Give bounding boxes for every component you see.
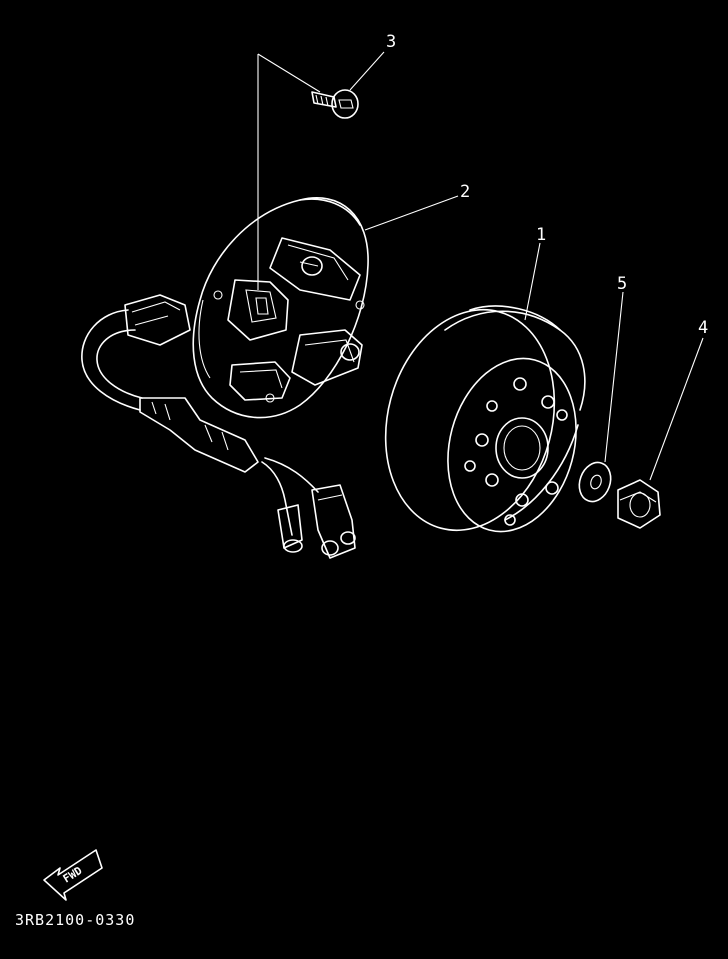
stator-assembly-part-2 <box>192 197 369 419</box>
forward-direction-arrow: FWD <box>43 849 103 901</box>
drawing-code: 3RB2100-0330 <box>15 911 135 929</box>
leader-line-4 <box>649 337 704 481</box>
callout-2: 2 <box>460 182 470 202</box>
flywheel-rotor-part-1 <box>384 305 586 533</box>
wire-harness <box>81 294 356 559</box>
callout-1: 1 <box>536 225 546 245</box>
washer-part-5 <box>578 461 612 503</box>
callout-4: 4 <box>698 318 708 338</box>
callout-5: 5 <box>617 274 627 294</box>
bolt-part-3 <box>311 89 359 119</box>
nut-part-4 <box>617 479 661 529</box>
leader-line-1 <box>524 242 541 321</box>
callout-3: 3 <box>386 32 396 52</box>
leader-line-2 <box>364 195 459 231</box>
leader-line-3 <box>257 51 385 290</box>
leader-line-5 <box>604 291 624 463</box>
